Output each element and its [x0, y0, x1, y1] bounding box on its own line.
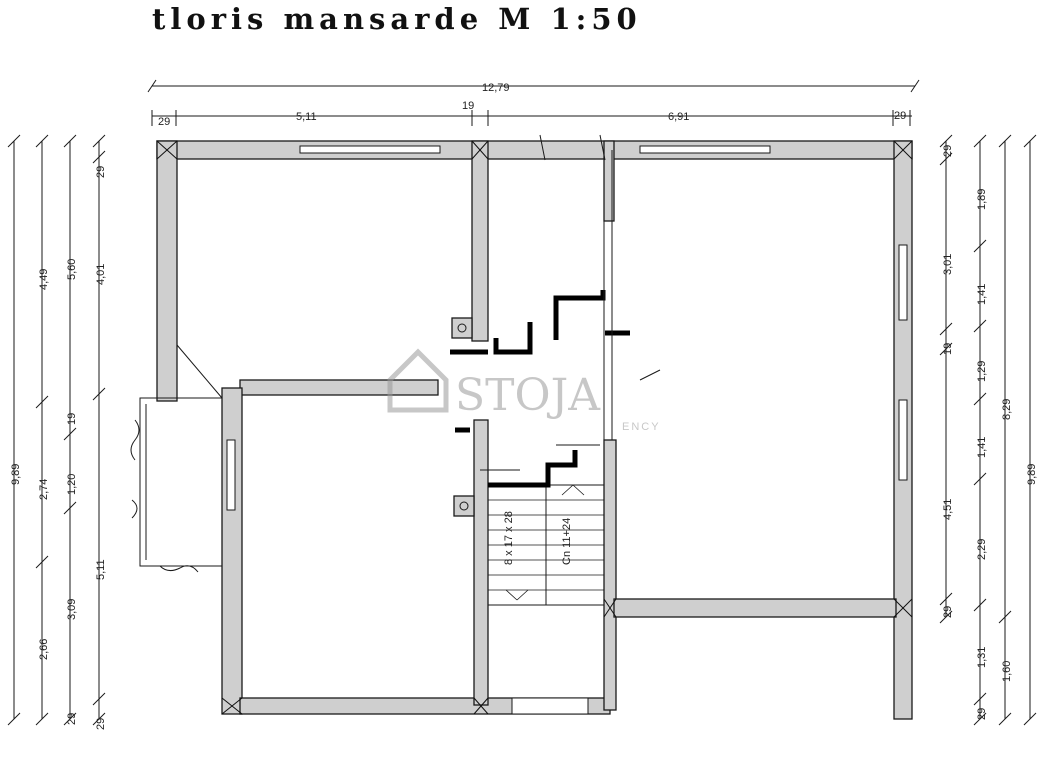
plan-title: tloris mansarde M 1:50	[152, 2, 642, 36]
dim-right-col2-d: 1,41	[976, 437, 988, 458]
dim-right-col1-a: 29	[942, 145, 954, 157]
walls	[156, 140, 913, 720]
dim-right-col2-g: 29	[976, 708, 988, 720]
dim-left-col3-a: 5,60	[66, 259, 78, 280]
dim-right-col2-c: 1,29	[976, 361, 988, 382]
dim-left-col2-c: 2,66	[38, 639, 50, 660]
staircase: 8 x 17 x 28 Cn 11+24	[487, 484, 605, 606]
stair-label-right: Cn 11+24	[561, 518, 573, 565]
watermark-logo: STOJA ENCY	[387, 348, 661, 433]
dim-left-col2-b: 2,74	[38, 479, 50, 500]
dim-right-col1-d: 4,51	[942, 499, 954, 520]
dim-left-col4-c: 5,11	[95, 559, 107, 580]
dim-left-col4-b: 4,01	[95, 264, 107, 285]
dim-right-col2-e: 2,29	[976, 539, 988, 560]
dim-right-col1-e: 29	[942, 606, 954, 618]
left-dimensions: 9,89 4,49 2,74 2,66 5,60 19 1,20 3,09 29…	[7, 134, 107, 730]
dim-right-col2-b: 1,41	[976, 284, 988, 305]
dim-right-col3-b: 1,60	[1001, 661, 1013, 682]
dim-left-col3-c: 1,20	[66, 474, 78, 495]
dim-top-left-wall: 29	[158, 116, 170, 128]
balcony	[130, 344, 223, 573]
dim-top-room-left: 5,11	[296, 111, 317, 123]
dim-left-col2-a: 4,49	[38, 269, 50, 290]
stair-label-left: 8 x 17 x 28	[503, 511, 515, 565]
dim-right-col3-a: 8,29	[1001, 399, 1013, 420]
right-dimensions: 29 3,01 19 4,51 29 1,89 1,41 1,29 1,41 2…	[939, 134, 1038, 726]
dim-left-col3-b: 19	[66, 413, 78, 425]
dim-right-col1-b: 3,01	[942, 254, 954, 275]
core-sketch	[450, 134, 661, 517]
corner-hatches	[156, 140, 913, 715]
dim-top-mid-wall: 19	[462, 100, 474, 112]
dim-left-col3-d: 3,09	[66, 599, 78, 620]
dim-right-col2-f: 1,31	[976, 647, 988, 668]
dim-top-total: 12,79	[482, 82, 510, 94]
dim-top-room-right: 6,91	[668, 111, 689, 123]
dim-left-total: 9,89	[10, 464, 22, 485]
dim-right-col2-a: 1,89	[976, 189, 988, 210]
dim-left-col4-a: 29	[95, 166, 107, 178]
dim-right-col1-c: 19	[942, 343, 954, 355]
windows	[226, 145, 908, 511]
dim-left-col3-e: 29	[66, 713, 78, 725]
watermark-subtitle: ENCY	[622, 421, 661, 433]
watermark-brand: STOJA	[455, 370, 601, 421]
top-dimensions: 12,79 29 5,11 19 6,91 29	[147, 79, 920, 128]
dim-left-col4-d: 29	[95, 718, 107, 730]
dim-top-right-wall: 29	[894, 110, 906, 122]
dim-right-total: 9,89	[1026, 464, 1038, 485]
